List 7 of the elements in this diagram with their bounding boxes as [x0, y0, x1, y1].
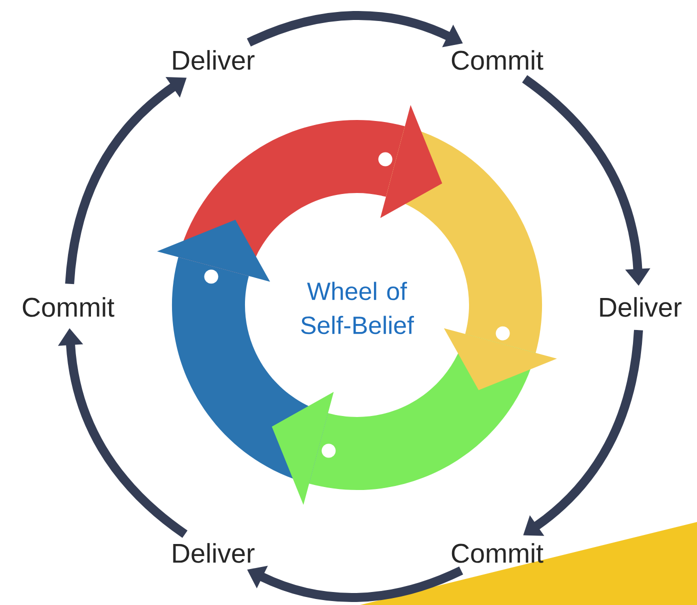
step-label: Deliver — [600, 297, 682, 317]
center-title: Wheel of Self-Belief — [301, 282, 414, 334]
step-label: Deliver — [173, 50, 255, 70]
step-label: Commit — [452, 543, 544, 563]
step-label: Commit — [22, 297, 114, 317]
step-label: Commit — [452, 50, 544, 70]
step-label: Deliver — [173, 543, 255, 563]
